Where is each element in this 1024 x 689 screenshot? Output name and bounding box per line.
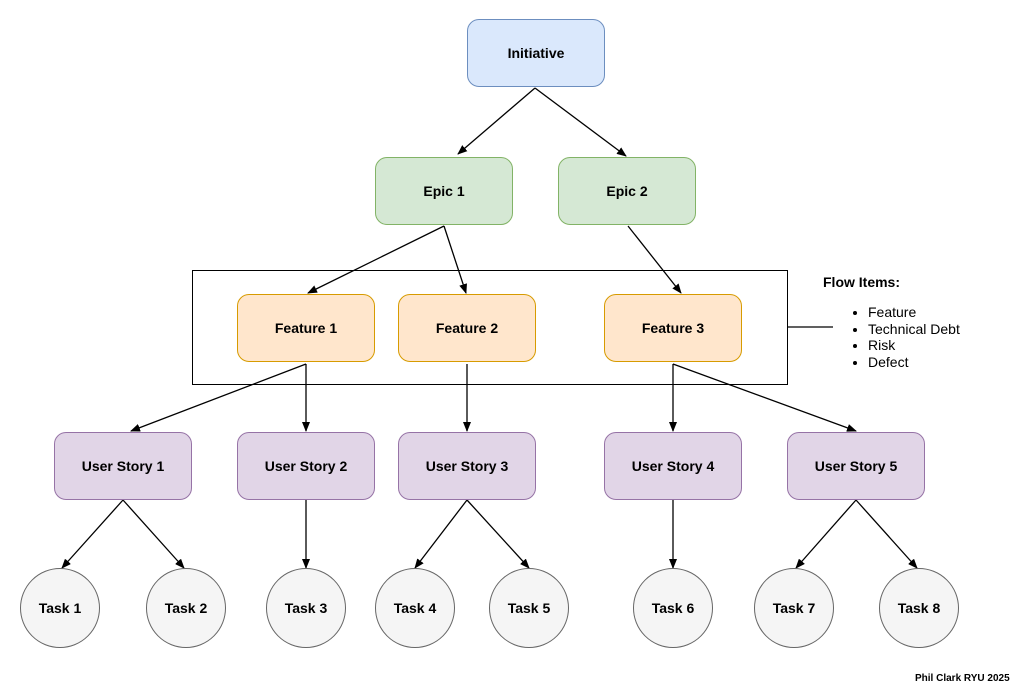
task-4-node[interactable]: Task 4 [375,568,455,648]
flow-item: Feature [868,304,960,321]
edge-story1-task2 [122,499,185,569]
edge-initiative-epic2 [534,87,627,157]
task-3-node[interactable]: Task 3 [266,568,346,648]
task-7-label: Task 7 [772,600,816,616]
flow-item: Defect [868,354,960,371]
feature-1-label: Feature 1 [274,320,338,336]
edge-story1-task1 [61,499,124,569]
task-6-node[interactable]: Task 6 [633,568,713,648]
task-2-node[interactable]: Task 2 [146,568,226,648]
edge-story3-task4 [414,499,468,569]
edge-epic1-feature2 [443,225,467,294]
task-5-label: Task 5 [507,600,551,616]
edge-feature3-story5 [672,363,857,432]
user-story-5-node[interactable]: User Story 5 [787,432,925,500]
flow-items-title: Flow Items: [823,274,901,290]
user-story-4-node[interactable]: User Story 4 [604,432,742,500]
edge-story5-task7 [795,499,857,569]
flow-item: Risk [868,337,960,354]
epic-1-node[interactable]: Epic 1 [375,157,513,225]
feature-2-node[interactable]: Feature 2 [398,294,536,362]
edge-feature1-story1 [130,363,307,432]
flow-items-group-box [192,270,788,385]
task-4-label: Task 4 [393,600,437,616]
edge-story3-task5 [466,499,530,569]
task-7-node[interactable]: Task 7 [754,568,834,648]
user-story-5-label: User Story 5 [814,458,898,474]
user-story-2-node[interactable]: User Story 2 [237,432,375,500]
feature-3-node[interactable]: Feature 3 [604,294,742,362]
edge-story5-task8 [855,499,918,569]
flow-items-list: Feature Technical Debt Risk Defect [848,304,960,370]
edge-epic1-feature1 [307,225,445,294]
feature-3-label: Feature 3 [641,320,705,336]
user-story-3-node[interactable]: User Story 3 [398,432,536,500]
edge-initiative-epic1 [457,87,536,155]
task-2-label: Task 2 [164,600,208,616]
credit-text: Phil Clark RYU 2025 [915,673,1010,684]
edge-epic2-feature3 [627,225,682,294]
task-8-node[interactable]: Task 8 [879,568,959,648]
task-5-node[interactable]: Task 5 [489,568,569,648]
task-3-label: Task 3 [284,600,328,616]
user-story-4-label: User Story 4 [631,458,715,474]
task-1-label: Task 1 [38,600,82,616]
epic-2-node[interactable]: Epic 2 [558,157,696,225]
feature-1-node[interactable]: Feature 1 [237,294,375,362]
user-story-1-node[interactable]: User Story 1 [54,432,192,500]
initiative-label: Initiative [507,45,565,61]
flow-item: Technical Debt [868,321,960,338]
task-6-label: Task 6 [651,600,695,616]
task-1-node[interactable]: Task 1 [20,568,100,648]
epic-2-label: Epic 2 [606,183,648,199]
user-story-1-label: User Story 1 [81,458,165,474]
epic-1-label: Epic 1 [423,183,465,199]
user-story-3-label: User Story 3 [425,458,509,474]
user-story-2-label: User Story 2 [264,458,348,474]
feature-2-label: Feature 2 [435,320,499,336]
initiative-node[interactable]: Initiative [467,19,605,87]
task-8-label: Task 8 [897,600,941,616]
